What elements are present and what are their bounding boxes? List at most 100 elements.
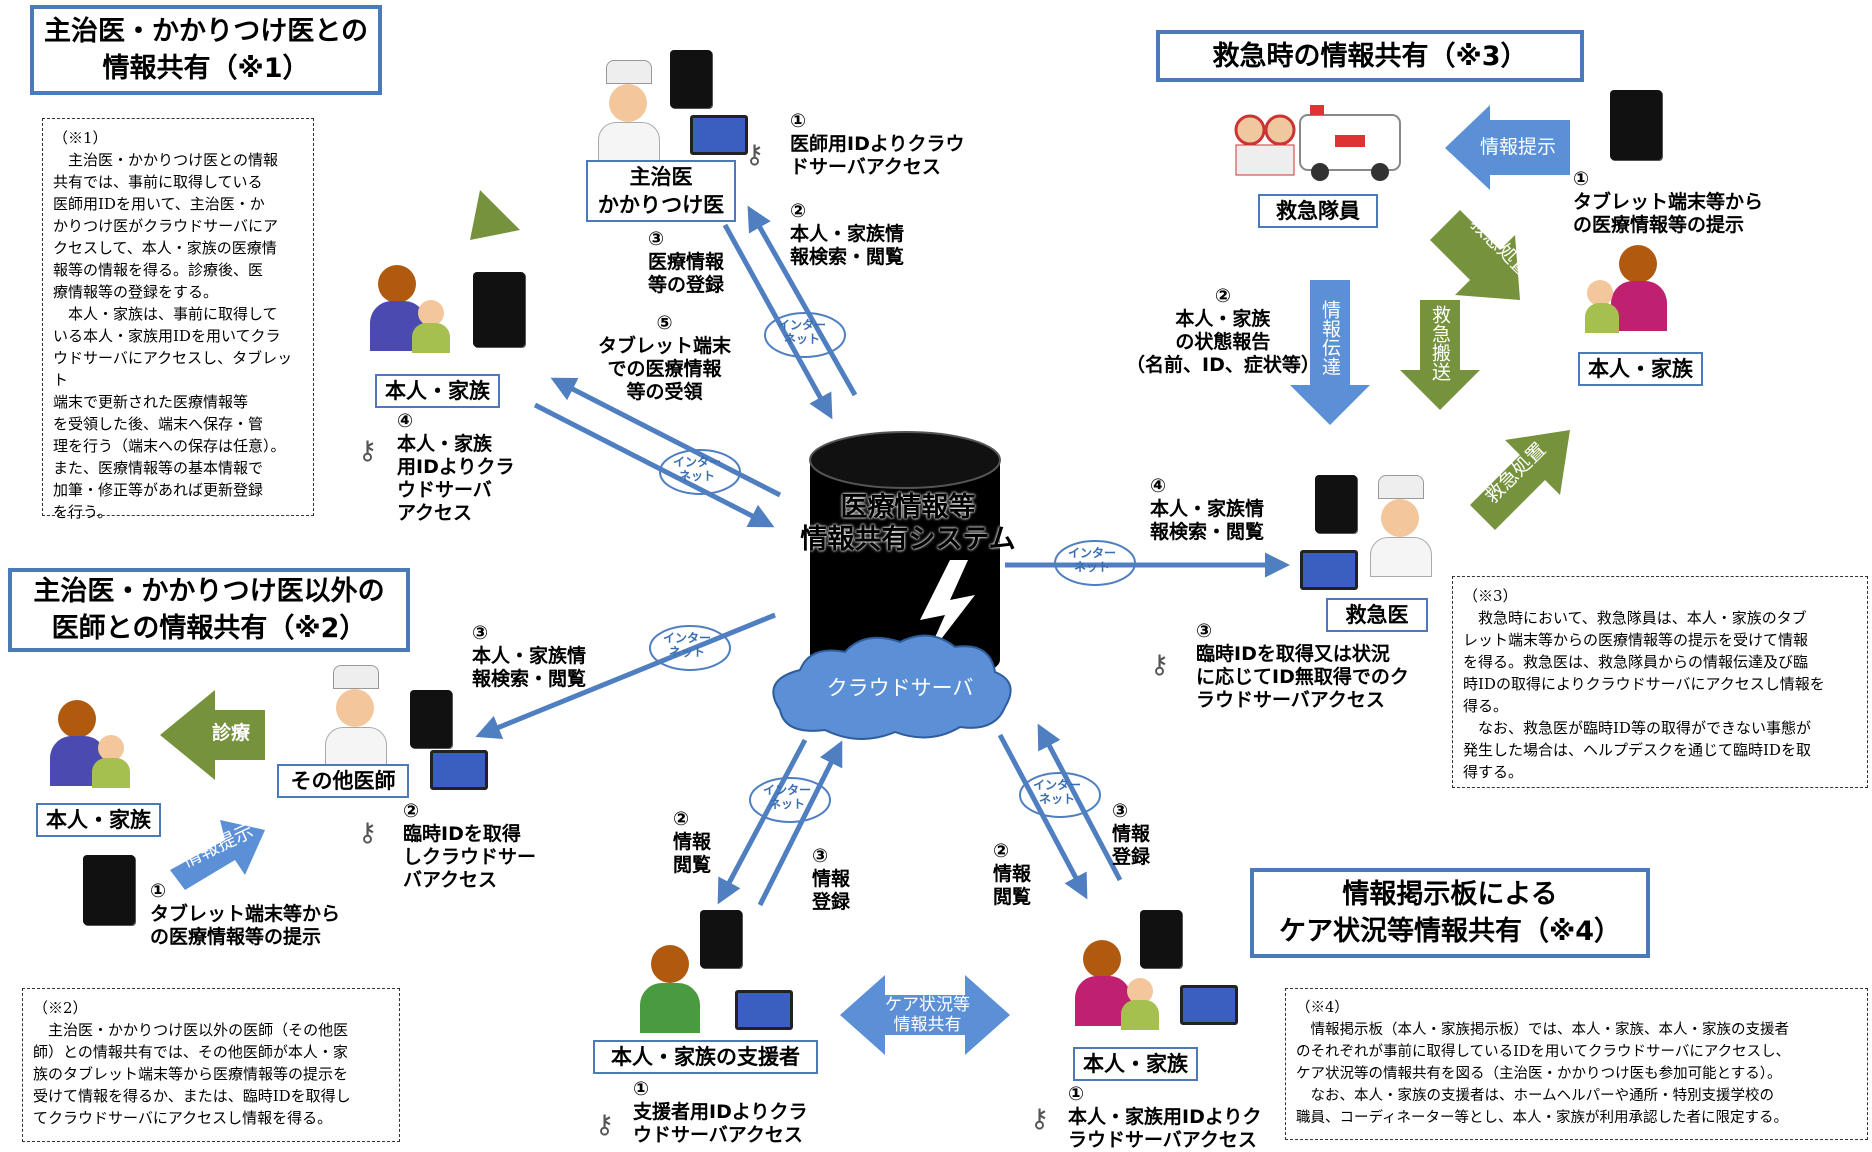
note-1: （※1） 主治医・かかりつけ医との情報 共有では、事前に取得している 医師用ID…	[42, 118, 314, 521]
arrow-server-to-otherdoc	[475, 612, 776, 740]
family4-figure	[1075, 940, 1170, 1040]
system-title: 医療情報等 情報共有システム	[800, 492, 1016, 555]
shinryo-arrow-1	[470, 165, 545, 240]
note-4: （※4） 情報掲示板（本人・家族掲示板）では、本人・家族、本人・家族の支援者 の…	[1285, 988, 1868, 1140]
key-icon: ⚷	[745, 140, 765, 170]
internet-label-2: インター ネット	[673, 455, 722, 483]
internet-ellipse-4	[1054, 540, 1136, 586]
internet-markers	[649, 312, 1136, 823]
arrow-supporter-to-server	[757, 740, 843, 907]
section4-title: 情報掲示板による ケア状況等情報共有（※4）	[1250, 868, 1650, 958]
tablet-icon	[1610, 90, 1662, 160]
role-paramedic: 救急隊員	[1258, 194, 1378, 228]
tablet-icon	[1140, 910, 1182, 968]
note-2: （※2） 主治医・かかりつけ医以外の医師（その他医 師）との情報共有では、その他…	[22, 988, 400, 1142]
tablet-icon	[410, 690, 452, 748]
key-icon: ⚷	[358, 818, 378, 848]
internet-ellipse-3	[649, 625, 731, 671]
tablet-icon	[670, 50, 712, 108]
tablet-icon	[473, 272, 525, 347]
key-icon: ⚷	[595, 1110, 615, 1140]
internet-ellipse-1	[764, 312, 846, 358]
arrow-family4-to-server	[1037, 723, 1123, 882]
family2-figure	[50, 700, 140, 800]
tablet-icon	[700, 910, 742, 968]
tablet-icon	[83, 855, 135, 925]
section2-title: 主治医・かかりつけ医以外の 医師との情報共有（※2）	[8, 568, 410, 652]
role-attending-doctor: 主治医 かかりつけ医	[586, 160, 736, 222]
role-family-s2: 本人・家族	[36, 803, 161, 837]
blue-arrows	[170, 105, 1570, 1055]
kyukyu-hanso-label: 救急搬送	[1429, 305, 1451, 381]
joho-dentatsu-label: 情報伝達	[1319, 300, 1341, 376]
internet-ellipse-2	[659, 449, 741, 495]
kyukyu-shochi-arrow-1	[1430, 210, 1520, 300]
er-doctor-figure	[1370, 475, 1432, 577]
arrow-server-to-attending	[747, 205, 858, 397]
joho-teiji-label-1: 情報提示	[1480, 136, 1557, 158]
laptop-icon	[690, 115, 748, 155]
shinryo-label-2: 診療	[212, 722, 251, 744]
laptop-icon	[430, 750, 488, 790]
role-family-s1: 本人・家族	[375, 374, 500, 408]
key-icon: ⚷	[1030, 1104, 1050, 1134]
laptop-icon	[735, 990, 793, 1030]
shinryo-arrow-2	[160, 690, 265, 780]
role-family-s4: 本人・家族	[1073, 1047, 1198, 1081]
section1-title: 主治医・かかりつけ医との 情報共有（※1）	[30, 5, 382, 95]
tablet-icon	[1315, 475, 1357, 533]
key-icon: ⚷	[1150, 650, 1170, 680]
arrow-server-to-family1	[550, 377, 782, 498]
joho-teiji-arrow-1	[1445, 105, 1570, 190]
section3-title: 救急時の情報共有（※3）	[1156, 30, 1584, 82]
care-share-label: ケア状況等 情報共有	[885, 995, 970, 1035]
green-arrows	[160, 165, 1570, 780]
role-other-doctor: その他医師	[277, 764, 409, 798]
kyukyu-hanso-arrow	[1400, 300, 1480, 410]
other-doctor-figure	[325, 665, 387, 767]
internet-label-4: インター ネット	[1068, 546, 1117, 574]
internet-label-6: インター ネット	[1033, 778, 1082, 806]
internet-ellipse-6	[1019, 772, 1101, 818]
role-er-doctor: 救急医	[1326, 598, 1428, 632]
laptop-icon	[1180, 985, 1238, 1025]
supporter-figure	[640, 945, 700, 1040]
role-family-s3: 本人・家族	[1578, 352, 1703, 386]
note-3: （※3） 救急時において、救急隊員は、本人・家族のタブ レット端末等からの医療情…	[1452, 576, 1868, 788]
ambulance-icon	[1234, 105, 1401, 181]
cloud-server-label: クラウドサーバ	[826, 676, 974, 700]
joho-dentatsu-arrow	[1290, 280, 1370, 425]
internet-label-5: インター ネット	[763, 783, 812, 811]
arrow-server-to-supporter	[717, 738, 808, 905]
internet-label-3: インター ネット	[663, 631, 712, 659]
internet-ellipse-5	[749, 777, 831, 823]
kyukyu-shochi-arrow-2	[1470, 430, 1570, 530]
family3-figure	[1585, 245, 1675, 345]
family1-figure	[370, 265, 460, 365]
role-supporter: 本人・家族の支援者	[593, 1040, 818, 1074]
attending-doctor-figure	[598, 60, 660, 162]
key-icon: ⚷	[358, 436, 378, 466]
cloud-shape	[772, 634, 1012, 741]
arrow-family1-to-server	[533, 402, 775, 528]
internet-label-1: インター ネット	[778, 318, 827, 346]
